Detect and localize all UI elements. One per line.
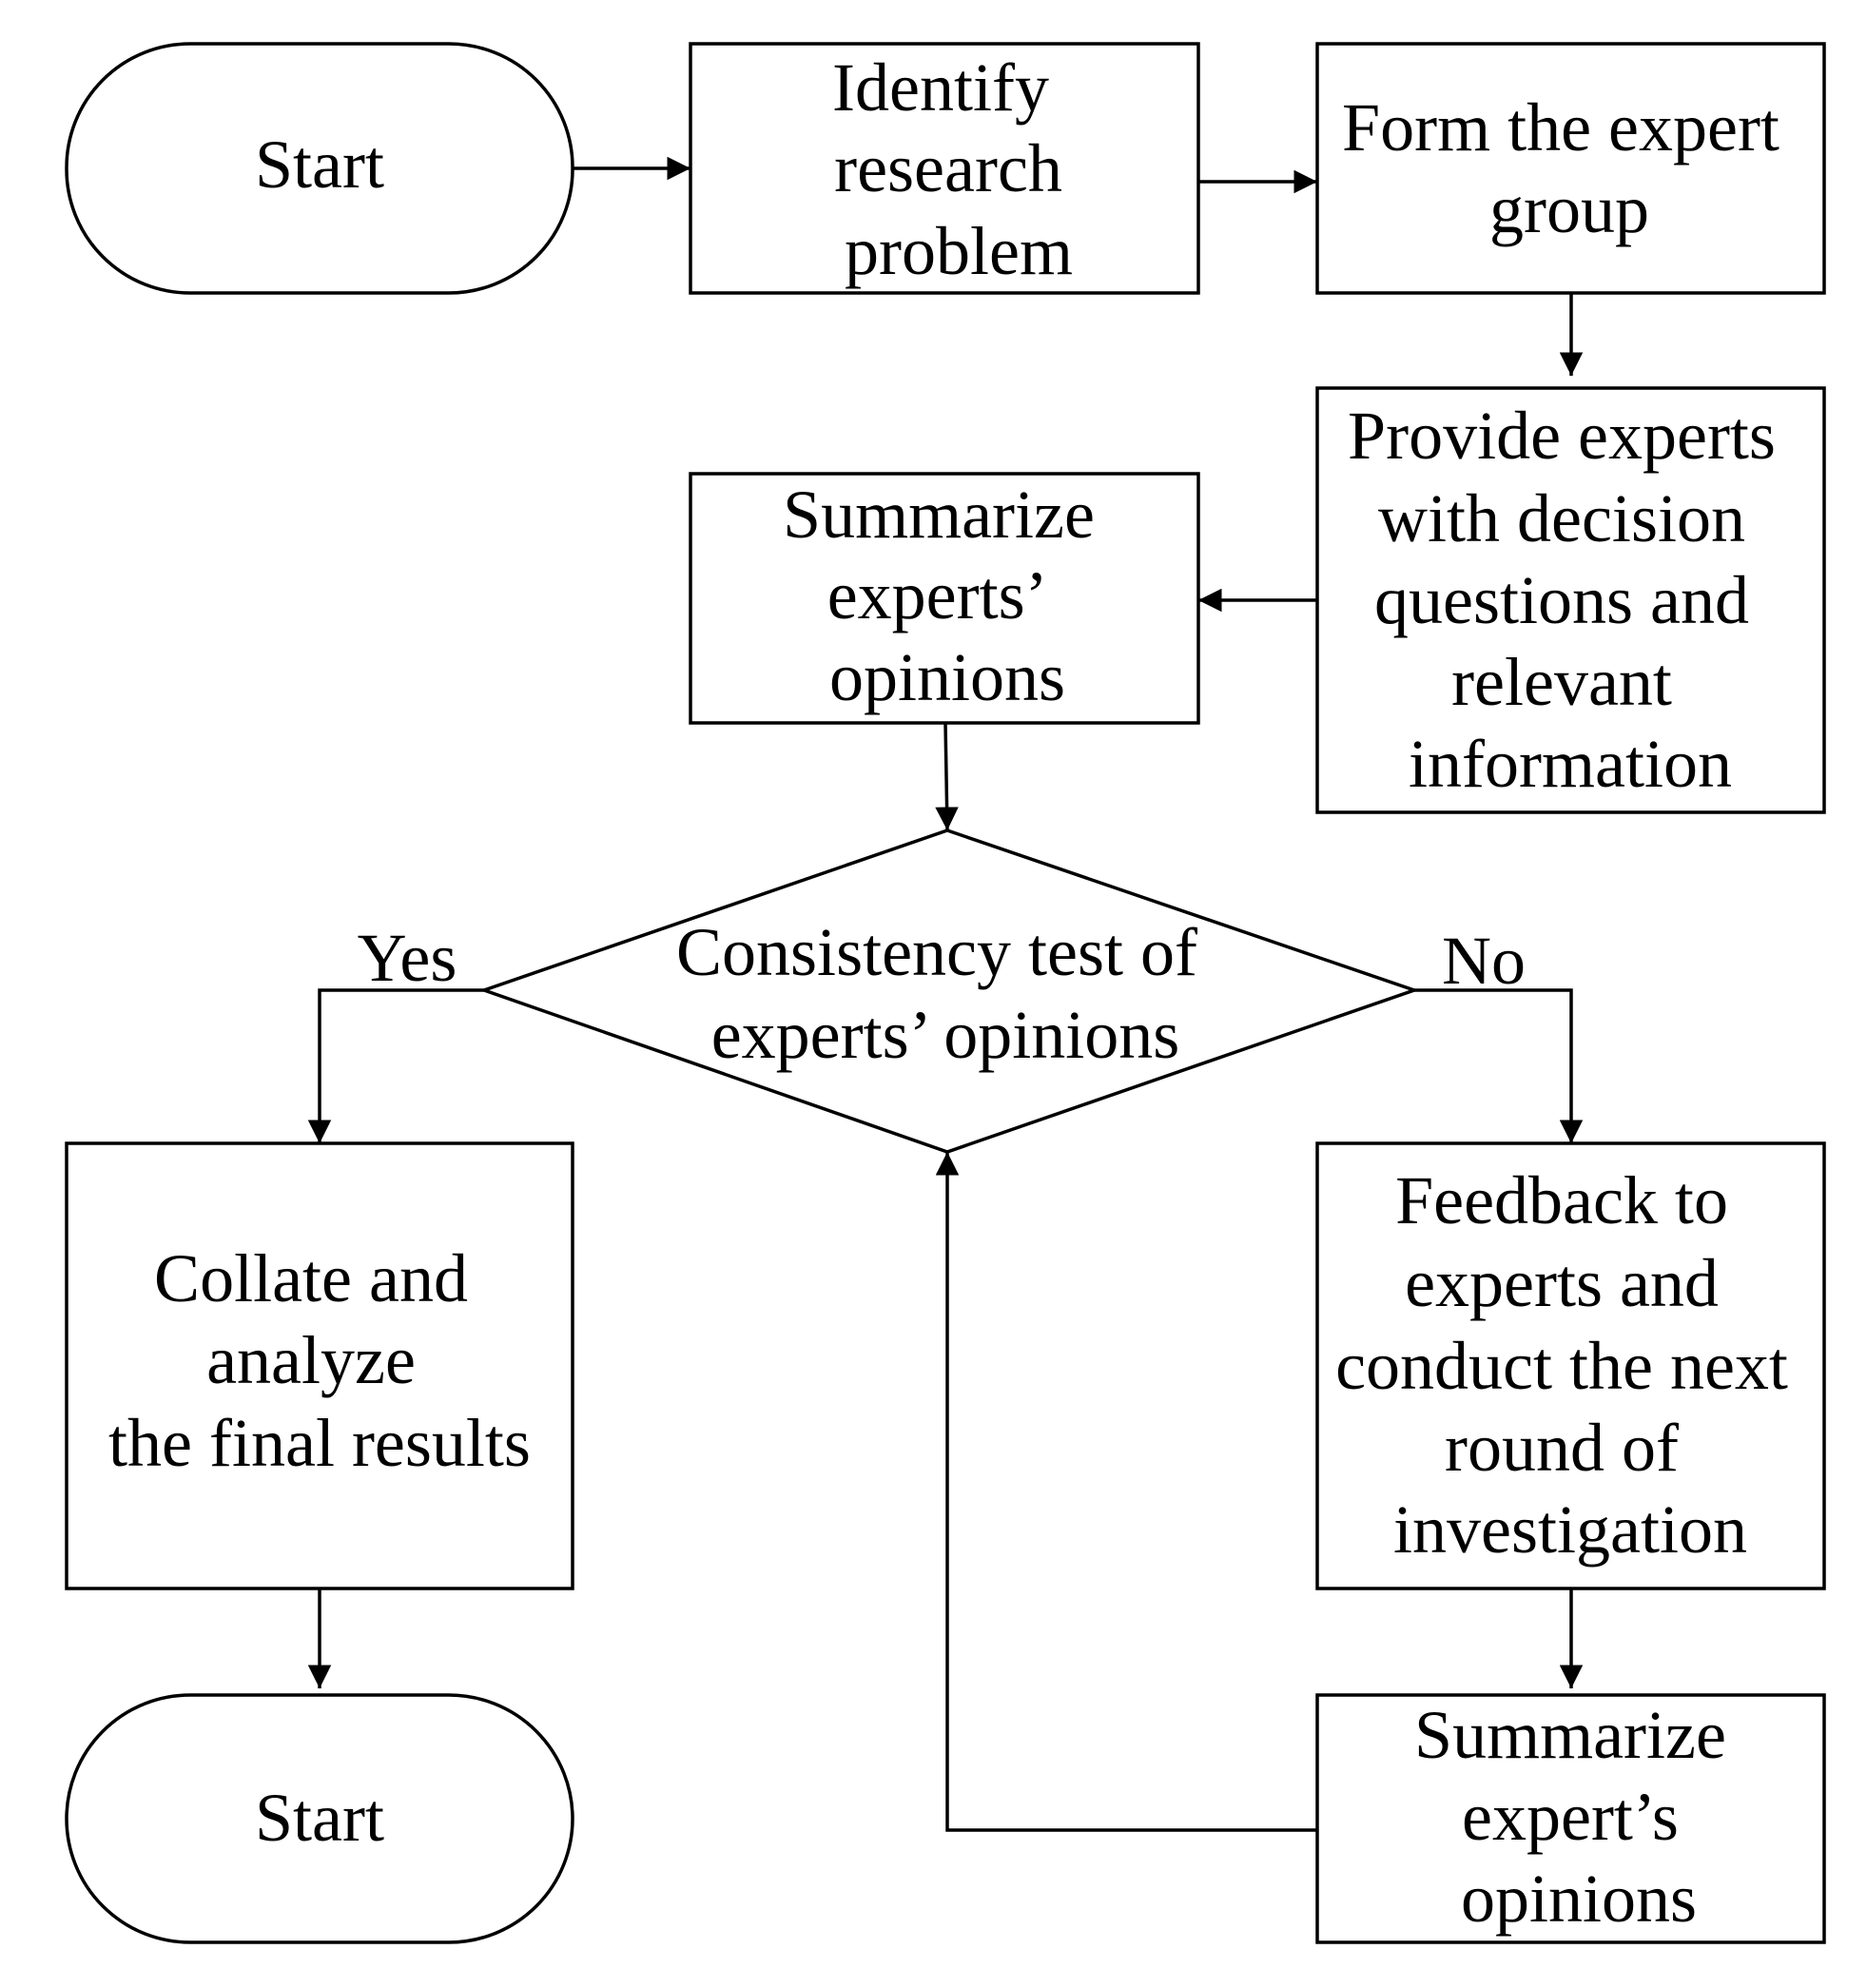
edge-summarize-expert-loop-to-decision xyxy=(935,1152,1317,1832)
summarize-experts-label: Summarize experts’ opinions xyxy=(783,477,1112,715)
edge-summarize-to-decision xyxy=(935,722,959,831)
consistency-label: Consistency test of experts’ opinions xyxy=(676,914,1215,1073)
form-group-box xyxy=(1315,42,1826,295)
provide-info-box xyxy=(1315,386,1826,814)
form-group-label: Form the expert group xyxy=(1342,89,1797,247)
edge-decision-no-to-feedback xyxy=(1414,988,1584,1143)
consistency-decision-diamond xyxy=(478,828,1420,1154)
start-terminal-bottom-shape xyxy=(65,1693,574,1944)
yes-branch-label: Yes xyxy=(358,920,457,996)
collate-box xyxy=(65,1141,574,1590)
identify-problem-box xyxy=(689,42,1200,295)
start-top-label: Start xyxy=(255,127,384,203)
collate-label: Collate and analyze the final results xyxy=(108,1240,531,1481)
provide-label: Provide experts with decision questions … xyxy=(1348,398,1793,802)
edge-decision-yes-to-collate xyxy=(307,988,484,1143)
no-branch-label: No xyxy=(1442,923,1526,999)
summarize-experts-box xyxy=(689,472,1200,725)
start-bottom-label: Start xyxy=(255,1780,384,1856)
summarize-expert-box xyxy=(1315,1693,1826,1944)
summarize-expert-label: Summarize expert’s opinions xyxy=(1414,1697,1743,1937)
identify-label: Identify research problem xyxy=(832,49,1079,289)
feedback-label: Feedback to experts and conduct the next… xyxy=(1335,1162,1805,1568)
